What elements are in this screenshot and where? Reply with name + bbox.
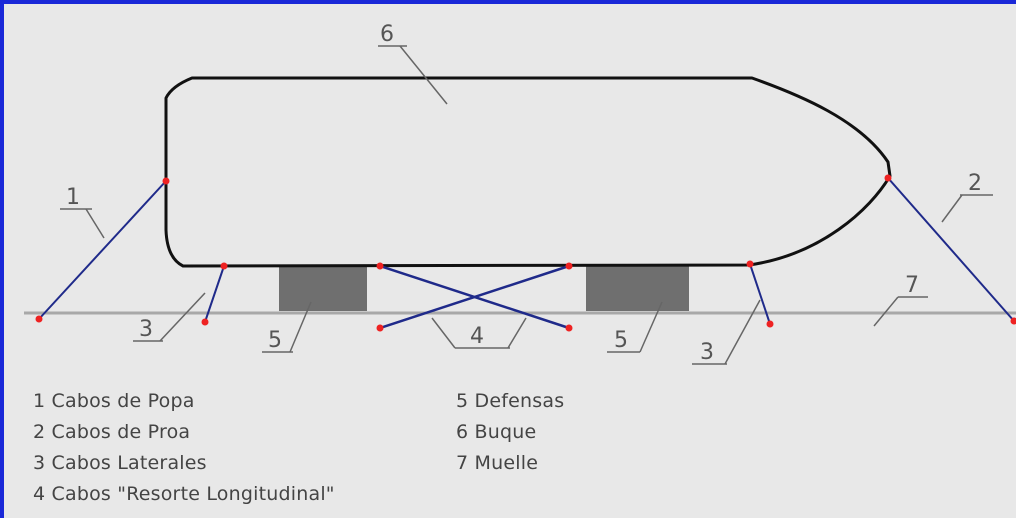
stern-rope [38, 180, 167, 320]
point [201, 318, 209, 326]
ship-hull [164, 76, 892, 268]
callout-2: 2 [968, 171, 982, 196]
point [565, 324, 573, 332]
legend-left: 1 Cabos de Popa 2 Cabos de Proa 3 Cabos … [33, 386, 335, 510]
callout-3-right: 3 [700, 340, 714, 365]
callout-3-left: 3 [139, 317, 153, 342]
point [884, 174, 892, 182]
legend-right: 5 Defensas 6 Buque 7 Muelle [456, 386, 564, 479]
legend-item-2: 2 Cabos de Proa [33, 421, 191, 443]
point [766, 320, 774, 328]
legend-item-4: 4 Cabos "Resorte Longitudinal" [33, 483, 335, 505]
fender-right [586, 266, 689, 311]
callout-4: 4 [470, 324, 484, 349]
point [565, 262, 573, 270]
fender-left [279, 266, 367, 311]
callout-6: 6 [380, 22, 394, 47]
callout-5-left: 5 [268, 328, 282, 353]
point [162, 177, 170, 185]
bow-rope [887, 177, 1015, 322]
point [220, 262, 228, 270]
attachment-points [35, 174, 1016, 332]
point [376, 262, 384, 270]
legend-item-1: 1 Cabos de Popa [33, 390, 195, 412]
legend-item-3: 3 Cabos Laterales [33, 452, 207, 474]
breast-line-left [204, 265, 225, 323]
legend-item-6: 6 Buque [456, 421, 537, 443]
breast-line-right [749, 263, 771, 325]
callout-5-right: 5 [614, 328, 628, 353]
callout-leaders [60, 45, 993, 365]
point [1010, 317, 1016, 325]
callout-7: 7 [905, 273, 919, 298]
legend-item-5: 5 Defensas [456, 390, 565, 412]
legend-item-7: 7 Muelle [456, 452, 539, 474]
callout-1: 1 [66, 185, 80, 210]
spring-line-b [379, 264, 570, 330]
point [376, 324, 384, 332]
point [35, 315, 43, 323]
point [746, 260, 754, 268]
